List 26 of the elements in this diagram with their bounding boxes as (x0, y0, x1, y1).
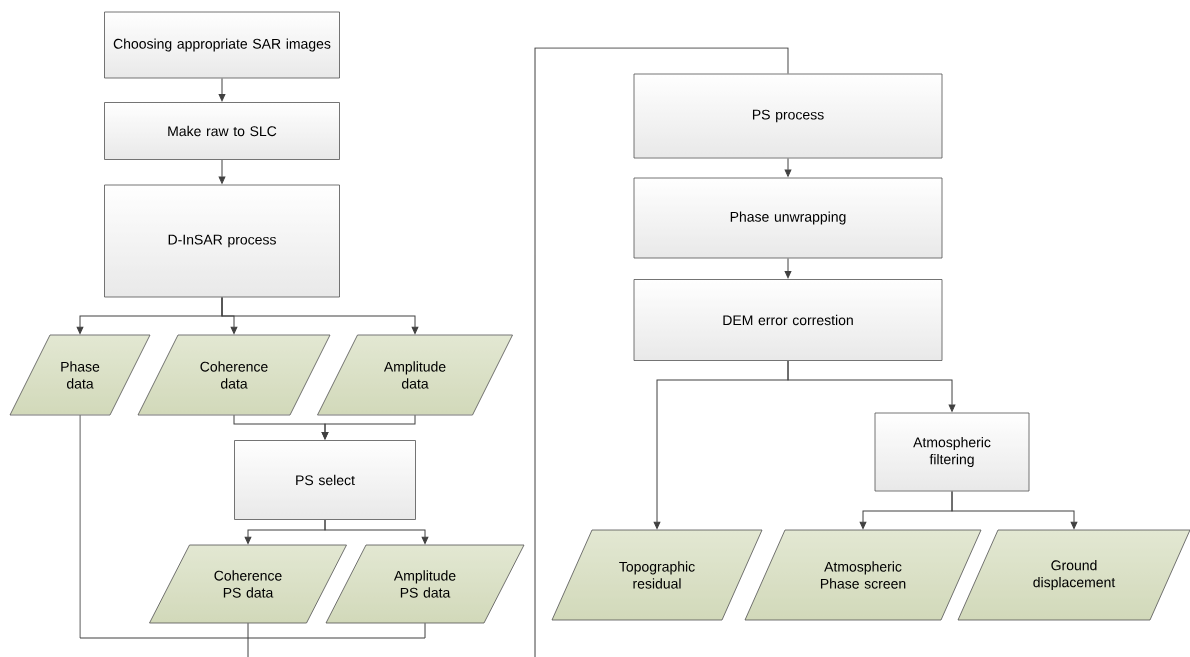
arrow (218, 159, 226, 184)
data-parallelogram: Coherence PS data (149, 544, 347, 624)
process-box: PS select (234, 440, 416, 520)
process-box: PS process (633, 73, 943, 159)
arrow (221, 296, 419, 335)
data-parallelogram: Topographic residual (551, 529, 763, 621)
data-parallelogram: Coherence data (137, 334, 331, 416)
process-box: Phase unwrapping (633, 177, 943, 259)
arrow (218, 77, 226, 102)
arrow (787, 360, 956, 412)
arrow (784, 257, 792, 279)
arrow (324, 519, 429, 545)
data-parallelogram: Amplitude data (317, 334, 513, 416)
process-box: Atmospheric filtering (874, 412, 1030, 492)
data-parallelogram: Ground displacement (957, 529, 1190, 621)
process-box: Make raw to SLC (104, 102, 340, 160)
process-box: DEM error correstion (633, 279, 943, 361)
data-parallelogram: Atmospheric Phase screen (744, 529, 982, 621)
connector-line (79, 47, 789, 657)
process-box: Choosing appropriate SAR images (104, 11, 340, 79)
arrow (951, 490, 1078, 530)
arrow (784, 157, 792, 177)
data-parallelogram: Amplitude PS data (325, 544, 525, 624)
process-box: D-InSAR process (104, 184, 340, 298)
arrow (321, 414, 416, 440)
data-parallelogram: Phase data (9, 334, 151, 416)
